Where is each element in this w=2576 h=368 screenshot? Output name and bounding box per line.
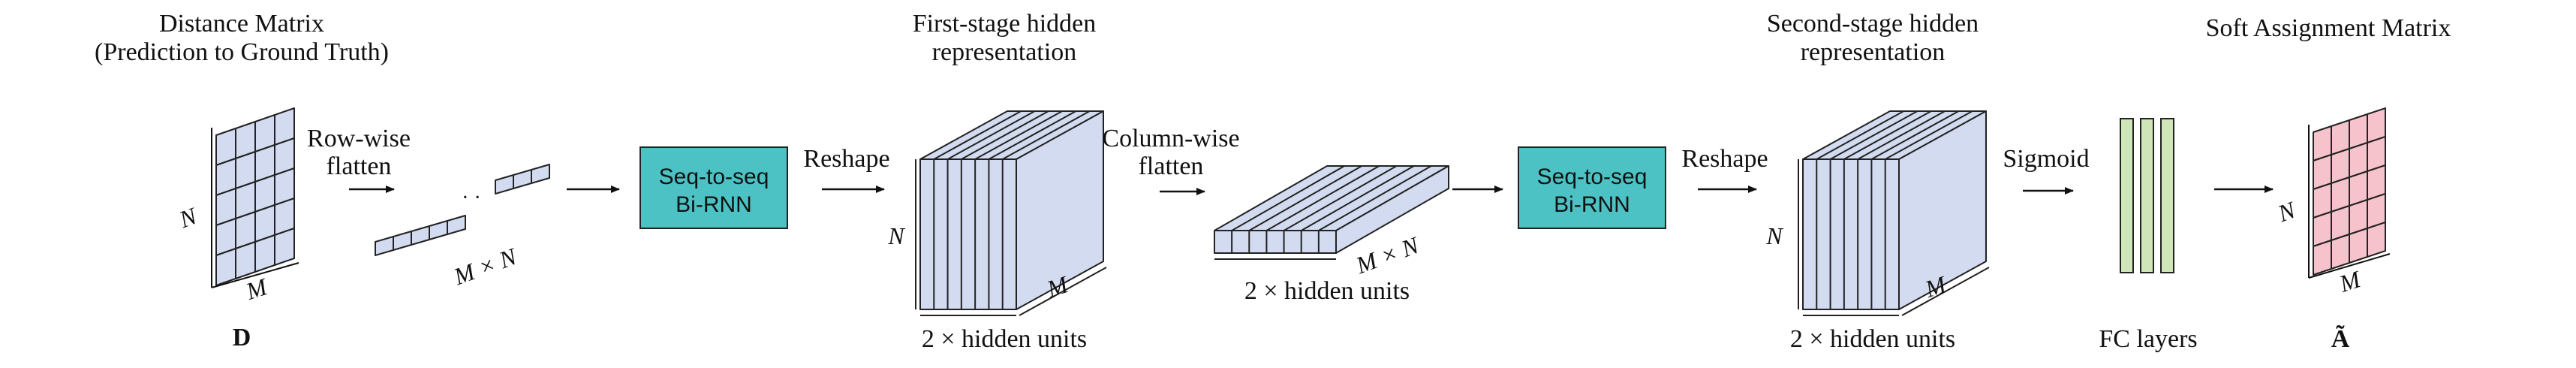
second-stage-block [1798,110,1990,316]
slice-line [1843,110,1932,160]
seq2seq-bi-rnn-2: Seq-to-seq Bi-RNN Reshape [1518,145,1768,229]
matrix-cell [2313,240,2332,276]
matrix-cell [2367,222,2386,258]
matrix-cell [2349,228,2368,264]
strip-cell [531,164,550,184]
matrix-cell [274,228,295,266]
row-wise-flatten: Row-wise flatten · · M × N [307,125,620,291]
sigmoid-label: Sigmoid [2003,145,2089,173]
slice-line [1870,110,1959,160]
flattened-row-strip [375,164,550,256]
first-stage-block [915,110,1107,316]
strip-cell [429,220,448,240]
fc-layer-bar [2140,118,2154,273]
block-front [919,158,1017,310]
soft-assignment-title: Soft Assignment Matrix [2206,14,2451,42]
reshape-label: Reshape [1681,145,1768,173]
matrix-cell [2331,234,2350,270]
slab-slice [1283,165,1398,231]
strip-cell [495,174,514,195]
fc-layer-bar [2120,118,2134,273]
row-flatten-label-2: flatten [327,152,392,180]
ellipsis: · · [462,186,481,210]
matrix-cell [254,234,275,273]
distance-matrix: Distance Matrix (Prediction to Ground Tr… [95,10,389,351]
slice-line [974,110,1063,160]
n-label: N [175,202,201,234]
slice-line [1857,110,1946,160]
first-stage-width-label: 2 × hidden units [922,325,1087,353]
seq2seq-bi-rnn-1: Seq-to-seq Bi-RNN Reshape [639,145,890,229]
distance-matrix-title-1: Distance Matrix [159,10,324,38]
d-symbol: D [233,324,251,351]
m-dimension-line [1901,267,1990,316]
soft-assignment-matrix: Soft Assignment Matrix N M Ã [2206,14,2451,353]
column-flattened-slab [1214,165,1449,260]
slice-line [1816,110,1904,160]
slab-slice [1231,165,1345,231]
first-stage-hidden: First-stage hidden representation N M 2 … [887,10,1107,353]
slice-line [933,110,1022,160]
m-dimension-line [1019,267,1107,316]
distance-matrix-grid [215,107,295,286]
slice-line [1830,110,1918,160]
rnn-box [639,146,788,229]
n-label: N [1765,222,1783,249]
m-dimension-line [2308,253,2391,279]
n-label: N [887,222,905,249]
column-flatten-width-label: 2 × hidden units [1244,277,1410,305]
slab-slice [1301,165,1415,231]
soft-assignment-grid [2313,107,2386,276]
strip-cell [393,231,412,251]
reshape-label: Reshape [803,145,889,173]
m-dimension-line [211,262,299,288]
slice-line [961,110,1049,160]
rnn-box [1518,146,1666,229]
distance-matrix-title-2: (Prediction to Ground Truth) [95,38,389,66]
slab-slice [1265,165,1380,231]
slab-slice [1318,165,1432,231]
matrix-cell [215,248,236,286]
slice-line [988,110,1076,160]
fc-layers-label: FC layers [2099,325,2197,353]
rnn-label-1: Seq-to-seq [1537,164,1648,189]
slab-slice [1248,165,1362,231]
column-flatten-label-1: Column-wise [1102,125,1239,152]
column-flatten-label-2: flatten [1139,152,1204,180]
second-stage-title-2: representation [1801,38,1946,66]
block-front [1802,158,1900,310]
first-stage-title-2: representation [932,38,1077,66]
slab-front [1214,230,1337,254]
slice-line [1002,110,1091,160]
rnn-label-2: Bi-RNN [1554,192,1630,217]
mn-size-label: M × N [450,243,521,291]
matrix-cell [235,241,256,279]
m-label: M [2335,265,2365,298]
strip-cell [411,225,430,246]
n-label: N [2274,196,2300,228]
slice-line [1885,110,1973,160]
sigmoid-fc: Sigmoid FC layers [2003,118,2274,353]
second-stage-hidden: Second-stage hidden representation N M 2… [1765,10,1990,353]
rnn-label-2: Bi-RNN [676,192,752,217]
slice-line [947,110,1036,160]
second-stage-title-1: Second-stage hidden [1767,10,1979,38]
first-stage-title-1: First-stage hidden [913,10,1097,38]
column-wise-flatten: Column-wise flatten M × N 2 × hidden uni… [1102,125,1503,305]
row-flatten-label-1: Row-wise [307,125,411,152]
m-label: M [242,273,272,306]
strip-cell [513,169,532,189]
a-tilde-symbol: Ã [2331,325,2350,353]
strip-cell [447,215,466,235]
rnn-label-1: Seq-to-seq [659,164,769,189]
second-stage-width-label: 2 × hidden units [1790,325,1955,353]
strip-cell [375,236,394,256]
fc-layer-bar [2160,118,2174,273]
